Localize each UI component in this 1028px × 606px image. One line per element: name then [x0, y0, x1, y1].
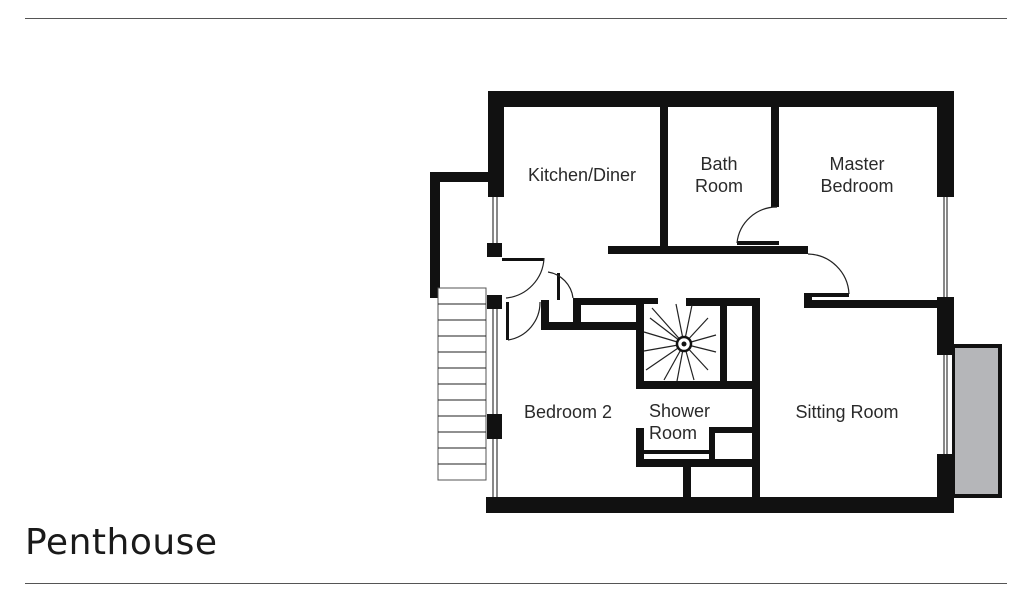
room-label-bath-line2: Room [695, 176, 743, 196]
windows [492, 197, 948, 497]
room-label-kitchen-diner: Kitchen/Diner [528, 165, 636, 185]
room-label-master-line2: Bedroom [820, 176, 893, 196]
plan-title: Penthouse [25, 522, 218, 563]
room-label-shower-line2: Room [649, 423, 697, 443]
external-staircase [437, 287, 487, 481]
room-label-bath-line1: Bath [700, 154, 737, 174]
room-labels: Kitchen/Diner Bath Room Master Bedroom B… [524, 154, 899, 443]
room-label-master-line1: Master [829, 154, 884, 174]
spiral-staircase [643, 303, 717, 382]
balcony [955, 348, 998, 494]
bottom-divider [25, 583, 1007, 584]
room-label-sitting-room: Sitting Room [795, 402, 898, 422]
door-swings [505, 206, 850, 341]
room-label-bedroom-2: Bedroom 2 [524, 402, 612, 422]
room-label-shower-line1: Shower [649, 401, 710, 421]
top-divider [25, 18, 1007, 19]
